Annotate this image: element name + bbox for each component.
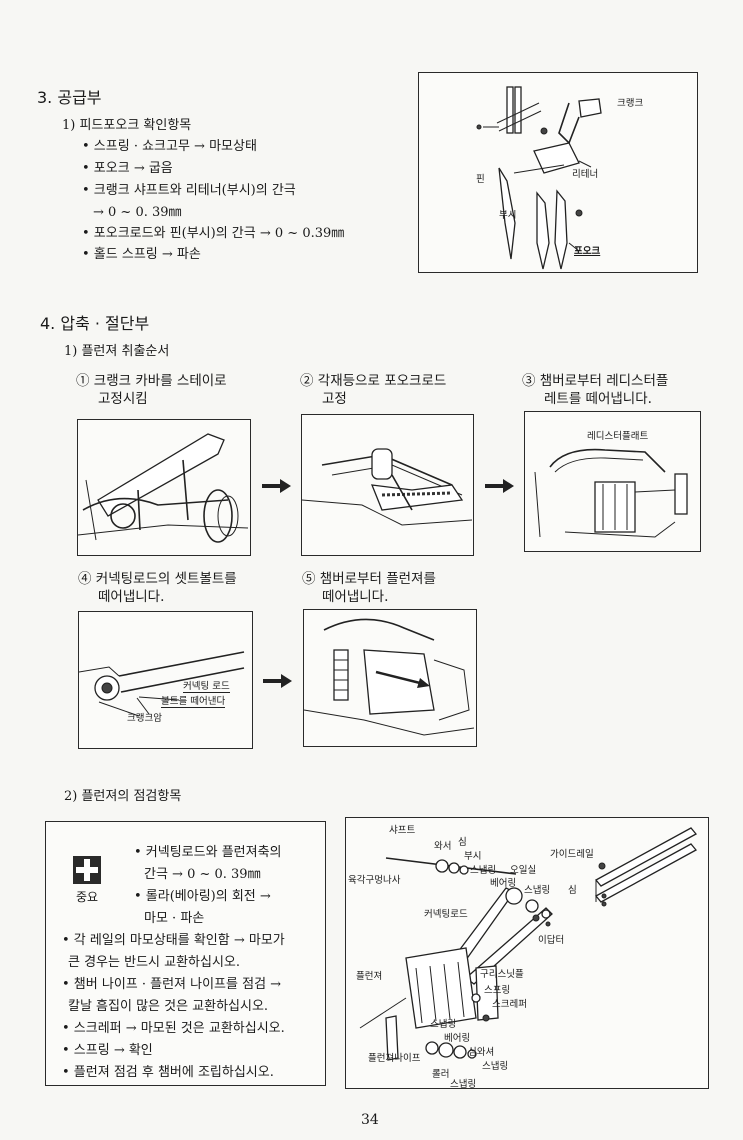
label-shim-washer: 심와셔 xyxy=(468,1047,495,1058)
label-retainer: 리테너 xyxy=(572,169,599,180)
plunger-check-box: 중요 • 커넥팅로드와 플런져축의 간극 → 0 ~ 0. 39㎜ • 롤라(베… xyxy=(45,821,326,1086)
label-shim-1: 심 xyxy=(458,837,467,848)
label-spring: 스프링 xyxy=(484,985,511,996)
label-oil-seal: 오일실 xyxy=(510,865,537,876)
check-item: • 롤라(베아링)의 회전 → xyxy=(134,889,271,904)
crank-cover-drawing xyxy=(78,433,249,543)
feed-fork-figure: 크랭크 리테너 핀 부시 포오크 xyxy=(418,72,698,273)
note-item: • 스프링 → 확인 xyxy=(62,1043,153,1058)
plunger-exploded-figure: 샤프트 와서 심 부시 스냅링 오일실 가이드레일 육각구멍나사 베어링 스냅링… xyxy=(345,817,709,1090)
check-item: • 크랭크 샤프트와 리테너(부시)의 간극 xyxy=(82,183,296,198)
plunger-exploded-drawing xyxy=(359,827,698,1061)
label-bearing-1: 베어링 xyxy=(490,878,517,889)
label-shim-2: 심 xyxy=(568,885,577,896)
label-snap-ring-1: 스냅링 xyxy=(470,865,497,876)
check-item-value: 간극 → 0 ~ 0. 39㎜ xyxy=(144,867,261,882)
plunger-removal-drawing xyxy=(304,618,475,736)
label-snap-ring-3: 스냅링 xyxy=(430,1019,457,1030)
label-washer: 와서 xyxy=(434,841,452,852)
page-number: 34 xyxy=(361,1112,379,1128)
step-5-figure xyxy=(303,609,477,747)
label-plunger: 플런져 xyxy=(356,971,383,982)
label-remove-bolt: 볼트를 떼어낸다 xyxy=(161,693,226,708)
check-item: • 커넥팅로드와 플런져축의 xyxy=(134,845,282,860)
section3-title: 3. 공급부 xyxy=(37,88,102,107)
label-crank: 크랭크 xyxy=(617,98,644,109)
connecting-rod-drawing xyxy=(79,651,245,717)
step-3-text: ③ 챔버로부터 레디스터플 레트를 떼어냅니다. xyxy=(522,373,669,407)
note-item: • 스크레퍼 → 마모된 것은 교환하십시오. xyxy=(62,1021,285,1036)
section4-subheading: 1) 플런져 취출순서 xyxy=(64,344,170,359)
label-connecting-rod: 커넥팅로드 xyxy=(424,909,468,920)
label-plunger-knife: 플런져나이프 xyxy=(368,1053,421,1064)
section4-title: 4. 압축 · 절단부 xyxy=(40,314,150,333)
note-item: • 플런져 점검 후 챔버에 조립하십시오. xyxy=(62,1065,274,1080)
fork-rod-drawing xyxy=(302,448,472,526)
label-shaft: 샤프트 xyxy=(389,825,416,836)
label-hex-bolt: 육각구멍나사 xyxy=(348,875,401,886)
label-resistor-plate: 레디스터플래트 xyxy=(587,431,649,442)
check-item: • 포오크 → 굽음 xyxy=(82,161,173,176)
label-pin: 핀 xyxy=(476,174,485,185)
step-1-figure xyxy=(77,419,251,556)
resistor-plate-drawing xyxy=(534,448,688,538)
label-guide-rail: 가이드레일 xyxy=(550,849,594,860)
check-item-value: 마모 · 파손 xyxy=(144,911,205,926)
feed-fork-drawing xyxy=(476,86,602,270)
label-snap-ring-4: 스냅링 xyxy=(450,1079,477,1090)
note-item: • 각 레일의 마모상태를 확인함 → 마모가 xyxy=(62,933,285,948)
check-item: • 스프링 · 쇼크고무 → 마모상태 xyxy=(82,139,257,154)
step-2-figure xyxy=(301,414,474,556)
important-label: 중요 xyxy=(76,890,99,904)
check-item: • 홀드 스프링 → 파손 xyxy=(82,247,201,262)
note-item: 큰 경우는 반드시 교환하십시오. xyxy=(68,955,241,970)
label-grease-nipple: 구리스닛플 xyxy=(480,969,524,980)
label-fork: 포오크 xyxy=(574,246,601,257)
label-bush: 부시 xyxy=(499,210,517,221)
check-item: • 포오크로드와 핀(부시)의 간극 → 0 ~ 0.39㎜ xyxy=(82,226,345,241)
label-snap-ring-5: 스냅링 xyxy=(482,1061,509,1072)
step-5-text: ⑤ 챔버로부터 플런져를 떼어냅니다. xyxy=(302,571,436,605)
label-adapter: 이답터 xyxy=(538,935,565,946)
step-2-text: ② 각재등으로 포오크로드 고정 xyxy=(300,373,447,407)
label-scraper: 스크레퍼 xyxy=(492,999,527,1010)
section3-subheading: 1) 피드포오크 확인항목 xyxy=(62,118,192,133)
label-bearing-2: 베어링 xyxy=(444,1033,471,1044)
important-cross-icon xyxy=(73,856,101,884)
step-4-figure: 커넥팅 로드 볼트를 떼어낸다 크랭크암 xyxy=(78,611,253,749)
plunger-check-subheading: 2) 플런져의 점검항목 xyxy=(64,789,182,804)
arrow-right-icon xyxy=(262,478,292,494)
step-4-text: ④ 커넥팅로드의 셋트볼트를 떼어냅니다. xyxy=(78,571,237,605)
arrow-right-icon xyxy=(485,478,515,494)
label-crank-arm: 크랭크암 xyxy=(127,713,162,724)
label-roller: 롤러 xyxy=(432,1069,450,1080)
label-snap-ring-2: 스냅링 xyxy=(524,885,551,896)
step-3-figure: 레디스터플래트 xyxy=(524,411,701,552)
check-item-value: → 0 ~ 0. 39㎜ xyxy=(93,205,182,220)
label-connecting-rod: 커넥팅 로드 xyxy=(183,678,230,693)
step-1-text: ① 크랭크 카바를 스테이로 고정시킴 xyxy=(76,373,227,407)
arrow-right-icon xyxy=(263,673,293,689)
label-bush: 부시 xyxy=(464,851,482,862)
note-item: • 챔버 나이프 · 플런져 나이프를 점검 → xyxy=(62,977,282,992)
note-item: 칼날 흠집이 많은 것은 교환하십시오. xyxy=(68,999,269,1014)
